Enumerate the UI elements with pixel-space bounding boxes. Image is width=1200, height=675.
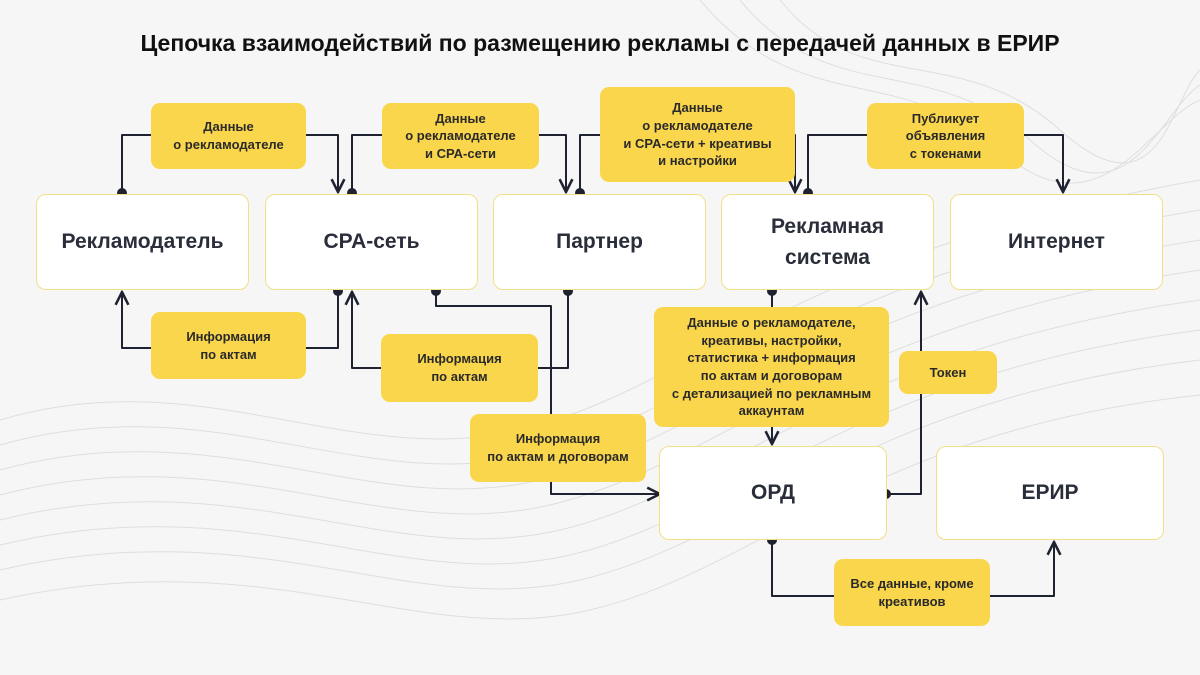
- label-line: о рекламодателе: [405, 128, 516, 144]
- label-line: и CPA-сети + креативы: [623, 135, 772, 151]
- label-partner-to-cpa-acts: Информация по актам: [381, 334, 538, 402]
- edge-cpa-to-ord: [435, 290, 660, 494]
- page-title: Цепочка взаимодействий по размещению рек…: [140, 30, 1060, 56]
- node-cpa-network-label: CPA-сеть: [323, 230, 420, 254]
- label-line: Данные о рекламодателе,: [687, 315, 856, 331]
- label-cpa-to-adv-acts: Информация по актам: [151, 312, 306, 379]
- node-erir: ЕРИР: [936, 446, 1164, 540]
- label-token: Токен: [899, 351, 997, 394]
- label-cpa-to-partner: Данные о рекламодателе и CPA-сети: [382, 103, 539, 169]
- label-line: Данные: [672, 100, 723, 116]
- label-line: по актам: [200, 346, 257, 362]
- label-line: статистика + информация: [687, 350, 856, 366]
- label-line: Информация: [186, 328, 271, 344]
- label-adsystem-to-ord: Данные о рекламодателе, креативы, настро…: [654, 307, 889, 427]
- label-partner-to-adsystem: Данные о рекламодателе и CPA-сети + креа…: [600, 87, 795, 182]
- node-ad-system: Рекламная система: [721, 194, 934, 290]
- label-line: аккаунтам: [738, 403, 805, 419]
- label-adv-to-cpa: Данные о рекламодателе: [151, 103, 306, 169]
- label-line: Данные: [203, 119, 254, 135]
- label-line: объявления: [905, 128, 986, 144]
- label-line: креативов: [878, 593, 946, 609]
- node-advertiser: Рекламодатель: [36, 194, 249, 290]
- node-internet-label: Интернет: [1008, 230, 1105, 254]
- node-cpa-network: CPA-сеть: [265, 194, 478, 290]
- node-internet: Интернет: [950, 194, 1163, 290]
- node-ad-system-label-line2: система: [785, 246, 870, 269]
- label-line: по актам и договорам: [487, 449, 629, 464]
- label-line: Информация: [515, 431, 601, 447]
- node-advertiser-label: Рекламодатель: [61, 230, 224, 254]
- label-line: с токенами: [909, 145, 982, 161]
- label-line: креативы, настройки,: [701, 332, 842, 348]
- label-line: Данные: [435, 110, 486, 126]
- node-partner: Партнер: [493, 194, 706, 290]
- label-cpa-to-ord: Информация по актам и договорам: [470, 414, 646, 482]
- label-line: о рекламодателе: [173, 137, 284, 152]
- node-partner-label: Партнер: [556, 230, 643, 254]
- label-line: и настройки: [658, 153, 737, 169]
- label-adsystem-to-internet: Публикует объявления с токенами: [867, 103, 1024, 169]
- label-line: с детализацией по рекламным: [671, 385, 872, 401]
- label-line: по актам: [431, 369, 488, 384]
- label-line: и CPA-сети: [424, 145, 497, 161]
- label-line: Все данные, кроме: [850, 575, 974, 591]
- node-ord-label: ОРД: [751, 481, 795, 505]
- label-ord-to-erir: Все данные, кроме креативов: [834, 559, 990, 626]
- node-ord: ОРД: [659, 446, 887, 540]
- label-line: Информация: [417, 351, 502, 367]
- node-erir-label: ЕРИР: [1021, 481, 1079, 505]
- label-line: о рекламодателе: [642, 117, 753, 133]
- node-ad-system-label-line1: Рекламная: [770, 214, 885, 238]
- label-line: по актам и договорам: [700, 368, 843, 383]
- label-line: Токен: [929, 364, 967, 380]
- label-line: Публикует: [911, 110, 980, 126]
